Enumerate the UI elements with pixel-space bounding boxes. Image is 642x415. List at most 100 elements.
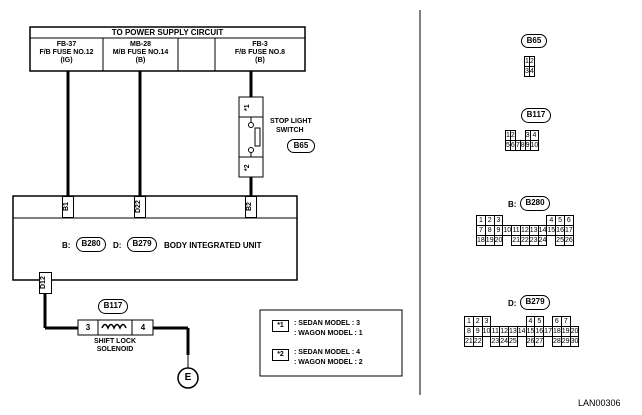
connector-pin: 1 xyxy=(464,316,474,327)
unit-pin-b2-label: B2 xyxy=(246,202,253,212)
connector-pin: 8 xyxy=(464,326,474,337)
unit-pin-b1: B1 xyxy=(62,196,74,218)
connector-pin: 2 xyxy=(509,130,516,141)
connector-pin: 11 xyxy=(490,326,501,337)
switch-connector-badge: B65 xyxy=(287,139,315,153)
connector-pin: 9 xyxy=(472,326,483,337)
connector-pin: 21 xyxy=(464,336,474,347)
connector-pin: 11 xyxy=(511,225,521,236)
connector-pin: 17 xyxy=(563,225,574,236)
connector-pin: 4 xyxy=(529,130,540,141)
connector-pin: 1 xyxy=(476,215,486,226)
note-1-line-1: : SEDAN MODEL : 3 xyxy=(294,320,360,327)
fuse-2-type: (B) xyxy=(135,57,146,64)
power-supply-title: TO POWER SUPPLY CIRCUIT xyxy=(111,28,224,37)
b65-badge: B65 xyxy=(521,34,547,48)
connector-pin: 22 xyxy=(519,235,530,246)
connector-pin xyxy=(500,317,509,327)
note-1-tag: *1 xyxy=(272,320,289,332)
connector-pin: 2 xyxy=(528,56,535,67)
note-2-line-2: : WAGON MODEL : 2 xyxy=(294,359,363,366)
connector-pin xyxy=(491,317,500,327)
connector-pin: 3 xyxy=(524,130,531,141)
connector-pin: 13 xyxy=(507,326,518,337)
connector-pin: 24 xyxy=(499,336,509,347)
unit-pin-b1-label: B1 xyxy=(63,202,70,212)
connector-pin: 3 xyxy=(493,215,504,226)
unit-d-connector-badge: B279 xyxy=(127,237,157,252)
unit-pin-b2: B2 xyxy=(245,196,257,218)
connector-pin: 7 xyxy=(476,225,486,236)
connector-pin: 4 xyxy=(528,66,535,77)
unit-label: BODY INTEGRATED UNIT xyxy=(164,241,262,250)
connector-pin: 19 xyxy=(560,326,571,337)
fuse-1-type: (IG) xyxy=(60,57,73,64)
fuse-3: FB-3 F/B FUSE NO.8 (B) xyxy=(215,41,305,65)
solenoid-label: SHIFT LOCK SOLENOID xyxy=(70,338,160,354)
connector-pin: 5 xyxy=(534,316,545,327)
unit-pin-d12: D12 xyxy=(39,272,52,294)
connector-pin: 16 xyxy=(555,225,565,236)
note-2-line-1: : SEDAN MODEL : 4 xyxy=(294,349,360,356)
connector-pin: 2 xyxy=(484,215,495,226)
connector-pin: 20 xyxy=(493,235,504,246)
connector-pin: 6 xyxy=(509,140,516,151)
connector-pin: 12 xyxy=(499,326,509,337)
connector-pin: 28 xyxy=(551,336,562,347)
connector-pin: 14 xyxy=(537,225,548,236)
connector-pin: 4 xyxy=(546,215,557,226)
connector-pin: 10 xyxy=(481,326,492,337)
solenoid-label-2: SOLENOID xyxy=(96,346,134,353)
connector-pin xyxy=(538,216,547,226)
connector-pin xyxy=(529,216,538,226)
connector-pin xyxy=(512,216,521,226)
connector-pin: 1 xyxy=(524,56,530,67)
connector-pin: 9 xyxy=(493,225,504,236)
connector-pin: 26 xyxy=(525,336,536,347)
connector-pin: 9 xyxy=(524,140,531,151)
switch-label-2: SWITCH xyxy=(276,127,304,134)
connector-pin: 6 xyxy=(563,215,574,226)
solenoid-connector-badge: B117 xyxy=(98,299,128,314)
connector-pin: 19 xyxy=(484,235,495,246)
unit-pin-d12-label: D12 xyxy=(40,276,47,290)
fuse-2-code: MB-28 xyxy=(129,41,151,48)
solenoid-pin-b: 4 xyxy=(140,323,146,332)
b279-badge: B279 xyxy=(520,295,550,310)
connector-pin xyxy=(544,337,553,347)
connector-pin: 3 xyxy=(524,66,530,77)
connector-pin: 25 xyxy=(555,235,565,246)
connector-pin: 29 xyxy=(560,336,571,347)
fuse-1-code: FB-37 xyxy=(56,41,77,48)
connector-pin: 5 xyxy=(555,215,565,226)
connector-pin: 6 xyxy=(551,316,562,327)
connector-pin: 16 xyxy=(534,326,545,337)
fuse-3-name: F/B FUSE NO.8 xyxy=(234,49,286,56)
fuse-3-type: (B) xyxy=(255,57,265,64)
unit-pin-d22-label: D22 xyxy=(135,200,142,214)
connector-pin: 7 xyxy=(560,316,571,327)
connector-pin: 15 xyxy=(546,225,557,236)
connector-pin: 13 xyxy=(528,225,539,236)
connector-pin xyxy=(503,236,512,246)
connector-pin: 18 xyxy=(476,235,486,246)
b280-badge: B280 xyxy=(520,196,550,211)
connector-pin xyxy=(503,216,512,226)
b117-badge: B117 xyxy=(521,108,551,123)
connector-pin: 2 xyxy=(472,316,483,327)
note-2-tag: *2 xyxy=(272,349,289,361)
unit-pin-d22: D22 xyxy=(134,196,146,218)
connector-pin: 23 xyxy=(490,336,501,347)
footer-code: LAN00306 xyxy=(578,398,621,408)
connector-pin xyxy=(517,337,526,347)
connector-pin: 25 xyxy=(507,336,518,347)
unit-d-prefix: D: xyxy=(113,241,122,250)
connector-pin: 20 xyxy=(569,326,580,337)
connector-pin xyxy=(482,337,491,347)
fuse-3-code: FB-3 xyxy=(252,41,268,48)
connector-pin: 8 xyxy=(484,225,495,236)
connector-pin: 27 xyxy=(534,336,545,347)
